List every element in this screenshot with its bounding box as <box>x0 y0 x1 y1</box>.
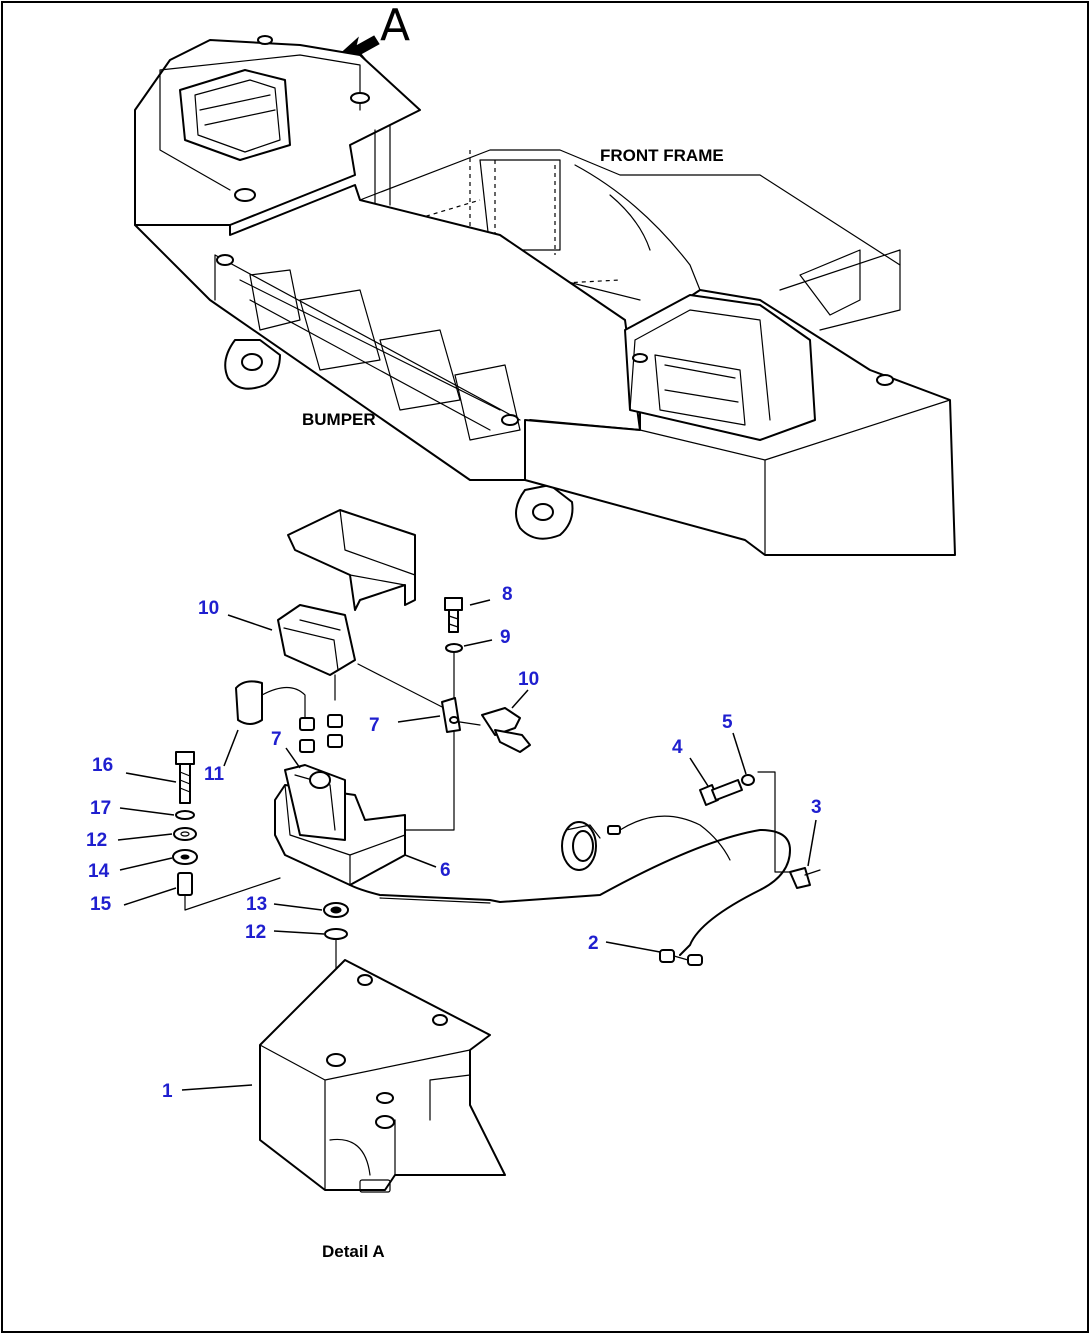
callout-6: 6 <box>440 860 451 881</box>
callout-11: 11 <box>204 764 225 785</box>
callout-9: 9 <box>500 627 511 648</box>
callout-10-clamp: 10 <box>518 669 539 690</box>
callout-numbers: 1 2 3 4 5 6 7 7 8 9 10 10 11 12 12 13 14… <box>86 584 822 1102</box>
callout-1: 1 <box>162 1081 173 1102</box>
callout-10-lamp: 10 <box>198 598 219 619</box>
callout-12-upper: 12 <box>86 830 107 851</box>
detail-a-caption: Detail A <box>322 1242 385 1261</box>
view-letter: A <box>380 0 410 51</box>
callout-12-lower: 12 <box>245 922 266 943</box>
callout-7-bracket: 7 <box>369 715 380 736</box>
callout-15: 15 <box>90 894 112 915</box>
callout-3: 3 <box>811 797 822 818</box>
callout-16: 16 <box>92 755 113 776</box>
callout-4: 4 <box>672 737 683 758</box>
callout-5: 5 <box>722 712 733 733</box>
front-frame-label: FRONT FRAME <box>600 146 724 165</box>
callout-13: 13 <box>246 894 267 915</box>
callout-14: 14 <box>88 861 110 882</box>
bumper-assembly-drawing: A <box>134 0 956 556</box>
callout-2: 2 <box>588 933 599 954</box>
callout-7-plate: 7 <box>271 729 282 750</box>
bumper-label: BUMPER <box>302 410 376 429</box>
callout-17: 17 <box>90 798 111 819</box>
callout-8: 8 <box>502 584 513 605</box>
detail-a-drawing <box>117 509 821 1193</box>
